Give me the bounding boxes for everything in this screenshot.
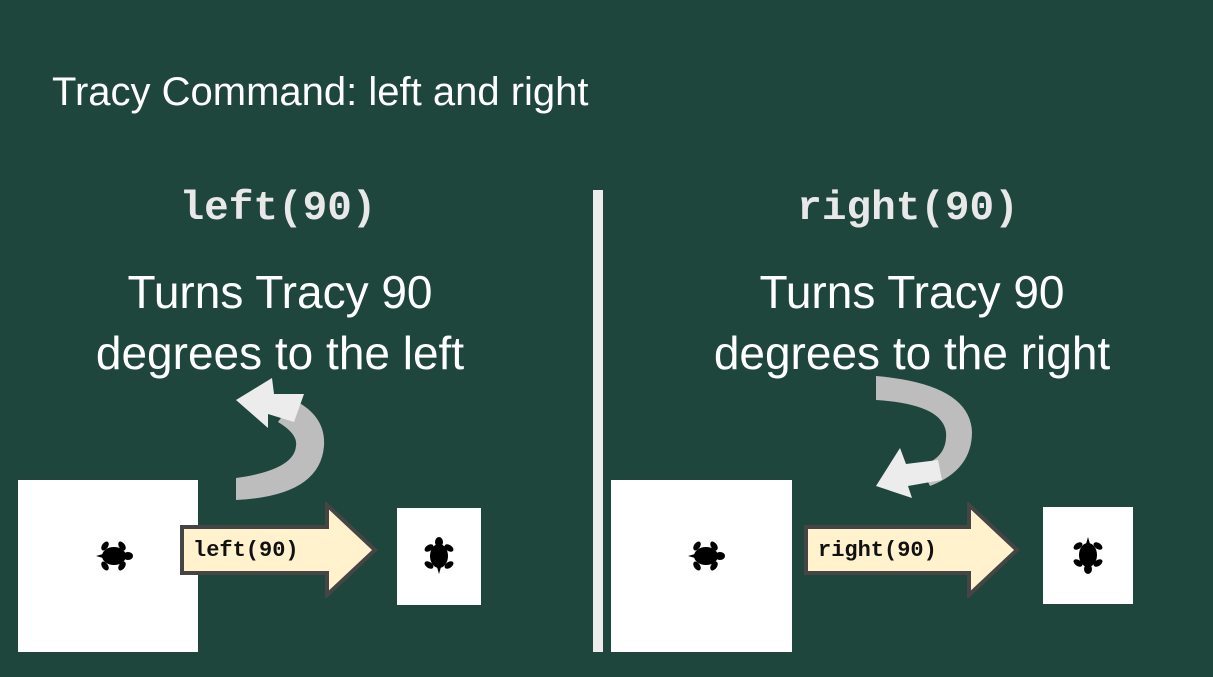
- right-canvas-before: [611, 480, 792, 652]
- left-description: Turns Tracy 90 degrees to the left: [60, 262, 500, 384]
- left-description-line-2: degrees to the left: [95, 327, 465, 379]
- right-arrow-label: right(90): [818, 537, 937, 563]
- left-command-heading: left(90): [179, 186, 377, 232]
- clockwise-curved-arrow-icon: [876, 376, 972, 498]
- left-description-line-1: Turns Tracy 90: [127, 266, 433, 318]
- left-command-arrow: left(90): [179, 502, 379, 598]
- left-arrow-label: left(90): [193, 537, 299, 563]
- right-command-arrow: right(90): [803, 502, 1021, 598]
- right-canvas-after: [1043, 507, 1133, 604]
- turtle-facing-right-icon: [687, 537, 725, 575]
- slide-title: Tracy Command: left and right: [52, 70, 589, 114]
- panel-divider: [593, 190, 603, 652]
- right-description: Turns Tracy 90 degrees to the right: [672, 262, 1152, 384]
- turtle-facing-up-icon: [420, 537, 458, 575]
- turtle-facing-down-icon: [1069, 536, 1107, 574]
- counterclockwise-curved-arrow-icon: [236, 378, 325, 500]
- left-canvas-before: [18, 480, 198, 652]
- right-description-line-1: Turns Tracy 90: [759, 266, 1065, 318]
- right-command-heading: right(90): [797, 186, 1019, 232]
- turtle-facing-right-icon: [95, 537, 133, 575]
- right-description-line-2: degrees to the right: [713, 327, 1111, 379]
- left-canvas-after: [397, 508, 481, 605]
